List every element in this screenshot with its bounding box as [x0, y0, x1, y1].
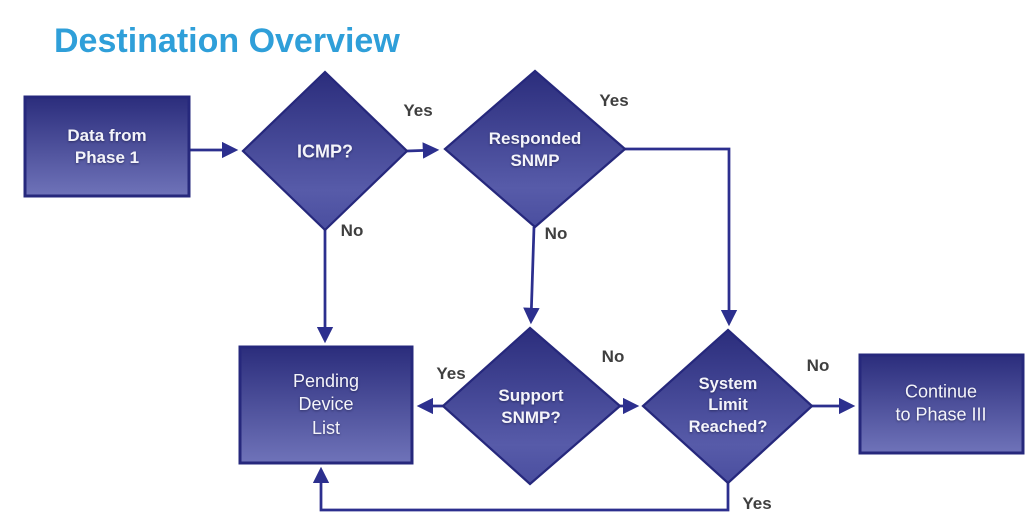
edge-syslimit-yes-to-pending — [312, 466, 730, 512]
node-system-limit-shape — [641, 328, 814, 485]
node-responded-snmp-shape — [443, 69, 627, 229]
node-continue-phase3-shape — [858, 353, 1025, 455]
node-icmp-shape — [241, 70, 409, 232]
node-pending-list-shape — [238, 345, 414, 465]
edge-responded-no-to-support — [523, 226, 540, 325]
diagram-title: Destination Overview — [54, 22, 400, 60]
node-support-snmp-shape — [441, 326, 622, 486]
edge-responded-yes-to-syslimit — [625, 147, 738, 327]
edge-icmp-yes-to-responded — [406, 142, 440, 159]
node-data-phase1-shape — [23, 95, 191, 198]
